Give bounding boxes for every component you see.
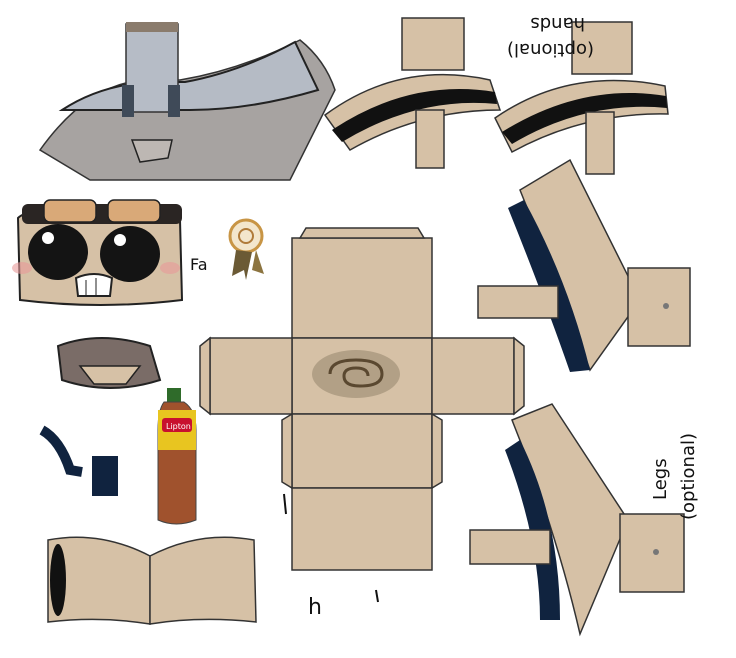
legs-optional-label: (optional) [678,433,699,520]
boot-pieces [47,536,257,625]
face-piece [12,199,184,306]
face-fa-label: Fa [190,255,208,274]
hand-piece-right [494,21,669,175]
arm-piece-upper [477,158,691,372]
legs-label-group: Legs (optional) [650,433,699,520]
hair-piece [56,337,162,389]
legs-label: Legs [650,458,671,500]
hands-label-group: (optional) hands [507,13,594,60]
hands-label: hands [530,13,585,34]
coat-collar-piece [38,22,336,181]
bottle-brand-label: Lipton [166,422,191,431]
body-net [199,227,525,571]
hands-optional-label: (optional) [507,39,594,60]
scribble-h: h [308,595,322,620]
stray-mark [375,589,379,603]
arm-piece-lower [469,403,685,637]
hand-piece-left [323,17,502,169]
rosette-badge [228,218,264,280]
tea-bottle: Lipton [157,388,197,525]
swirl-emblem [312,350,400,398]
tie-fragments [39,425,118,496]
stray-mark-2 [283,493,287,515]
